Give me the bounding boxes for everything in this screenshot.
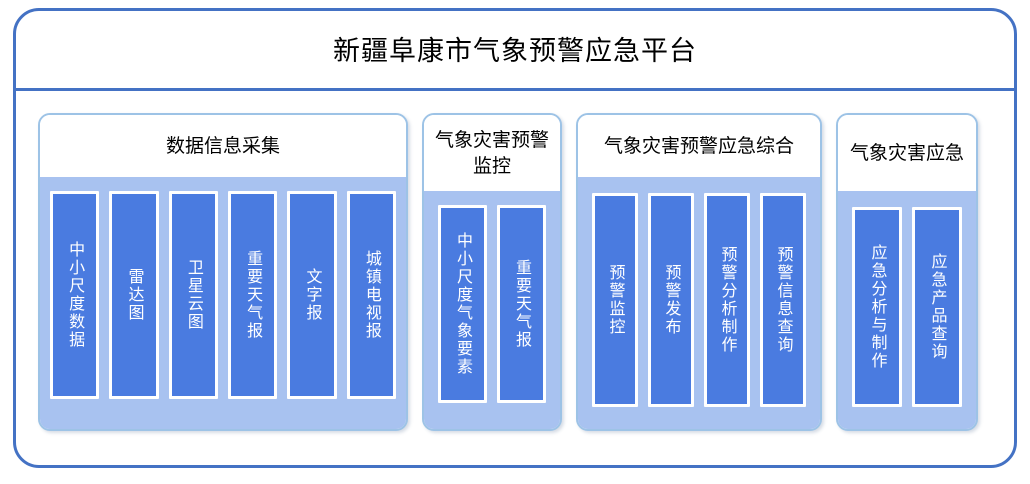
item-label: 应急产品查询 (928, 253, 946, 361)
section-card-warning-emergency-integrated[interactable]: 气象灾害预警应急综合 预警监控 预警发布 预警分析制作 预警信息查询 (576, 113, 822, 431)
item-label: 预警分析制作 (718, 246, 736, 354)
section-title-disaster-emergency: 气象灾害应急 (838, 115, 976, 191)
section-card-disaster-emergency[interactable]: 气象灾害应急 应急分析与制作 应急产品查询 (836, 113, 978, 431)
item-label: 预警发布 (662, 264, 680, 336)
page-title: 新疆阜康市气象预警应急平台 (333, 35, 697, 66)
item-box[interactable]: 预警发布 (648, 193, 694, 407)
item-box[interactable]: 预警分析制作 (704, 193, 750, 407)
item-box[interactable]: 预警信息查询 (760, 193, 806, 407)
section-card-warning-monitoring[interactable]: 气象灾害预警监控 中小尺度气象要素 重要天气报 (422, 113, 562, 431)
item-box[interactable]: 应急分析与制作 (852, 207, 902, 407)
sections-row: 数据信息采集 中小尺度数据 雷达图 卫星云图 重要天气报 文字报 城 (38, 113, 992, 431)
section-body-data-collection: 中小尺度数据 雷达图 卫星云图 重要天气报 文字报 城镇电视报 (40, 177, 406, 429)
item-box[interactable]: 文字报 (287, 191, 337, 399)
section-card-data-collection[interactable]: 数据信息采集 中小尺度数据 雷达图 卫星云图 重要天气报 文字报 城 (38, 113, 408, 431)
item-label: 应急分析与制作 (868, 244, 886, 370)
item-label: 重要天气报 (513, 259, 530, 349)
section-body-warning-emergency-integrated: 预警监控 预警发布 预警分析制作 预警信息查询 (578, 177, 820, 429)
section-title-warning-emergency-integrated: 气象灾害预警应急综合 (578, 115, 820, 177)
item-label: 中小尺度数据 (66, 241, 84, 349)
item-label: 重要天气报 (244, 250, 262, 340)
section-title-data-collection: 数据信息采集 (40, 115, 406, 177)
item-box[interactable]: 预警监控 (592, 193, 638, 407)
item-box[interactable]: 中小尺度数据 (50, 191, 100, 399)
item-label: 预警监控 (606, 264, 624, 336)
item-box[interactable]: 城镇电视报 (346, 191, 396, 399)
item-label: 预警信息查询 (774, 246, 792, 354)
section-body-disaster-emergency: 应急分析与制作 应急产品查询 (838, 191, 976, 429)
section-body-warning-monitoring: 中小尺度气象要素 重要天气报 (424, 191, 560, 429)
item-box[interactable]: 重要天气报 (497, 205, 546, 403)
platform-title-bar: 新疆阜康市气象预警应急平台 (13, 8, 1017, 91)
item-label: 雷达图 (125, 268, 143, 322)
item-label: 卫星云图 (184, 259, 202, 331)
item-box[interactable]: 重要天气报 (228, 191, 278, 399)
item-label: 城镇电视报 (362, 250, 380, 340)
item-box[interactable]: 雷达图 (109, 191, 159, 399)
item-box[interactable]: 中小尺度气象要素 (438, 205, 487, 403)
item-label: 中小尺度气象要素 (454, 232, 471, 376)
item-box[interactable]: 卫星云图 (168, 191, 218, 399)
item-label: 文字报 (303, 268, 321, 322)
item-box[interactable]: 应急产品查询 (912, 207, 962, 407)
section-title-warning-monitoring: 气象灾害预警监控 (424, 115, 560, 191)
